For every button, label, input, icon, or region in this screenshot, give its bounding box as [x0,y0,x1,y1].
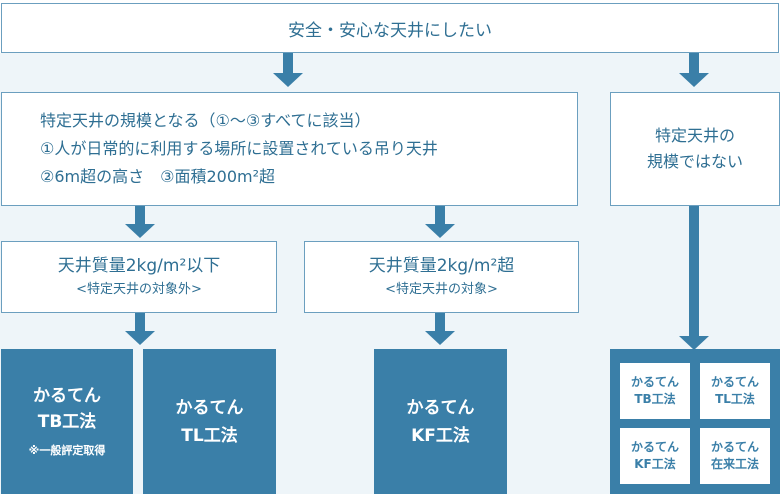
condition-line-2: ①人が日常的に利用する場所に設置されている吊り天井 [40,139,438,158]
weight-high-sub: <特定天井の対象> [385,282,498,297]
karuten-kf-method-box: かるてん KF工法 [374,349,507,494]
karuten-tb-method-box: かるてん TB工法 ※一般評定取得 [1,349,133,494]
group-tb-line-1: かるてん [630,375,679,389]
condition-line-1: 特定天井の規模となる（①～③すべてに該当） [40,111,371,130]
group-conventional-line-1: かるてん [710,440,759,454]
not-specified-line-1: 特定天井の [654,126,735,145]
group-tl-line-2: TL工法 [715,392,755,406]
group-tl-line-1: かるてん [710,375,759,389]
group-tb-line-2: TB工法 [634,392,676,406]
specified-ceiling-condition-box: 特定天井の規模となる（①～③すべてに該当） ①人が日常的に利用する場所に設置され… [1,92,578,206]
weight-low-box: 天井質量2kg/m²以下 <特定天井の対象外> [1,241,277,313]
weight-high-box: 天井質量2kg/m²超 <特定天井の対象> [304,241,579,313]
group-tl-method: かるてん TL工法 [700,363,770,419]
top-goal-box: 安全・安心な天井にしたい [1,3,779,53]
kf-line-2: KF工法 [411,425,470,446]
tb-note: ※一般評定取得 [28,443,106,457]
not-specified-line-2: 規模ではない [646,152,743,171]
tl-line-2: TL工法 [181,425,238,446]
weight-low-title: 天井質量2kg/m²以下 [57,256,221,276]
tb-line-1: かるてん [33,385,101,406]
tb-line-2: TB工法 [37,411,97,432]
top-goal-label: 安全・安心な天井にしたい [288,20,492,41]
group-kf-method: かるてん KF工法 [620,428,690,484]
weight-low-sub: <特定天井の対象外> [76,282,202,297]
group-conventional-line-2: 在来工法 [710,457,759,471]
not-specified-ceiling-box: 特定天井の 規模ではない [610,92,780,206]
kf-line-1: かるてん [406,397,475,418]
group-conventional-method: かるてん 在来工法 [700,428,770,484]
weight-high-title: 天井質量2kg/m²超 [368,256,515,276]
tl-line-1: かるてん [175,397,244,418]
karuten-tl-method-box: かるてん TL工法 [143,349,276,494]
condition-line-3: ②6m超の高さ ③面積200m²超 [40,167,275,186]
group-kf-line-2: KF工法 [634,457,676,471]
group-kf-line-1: かるてん [630,440,679,454]
group-tb-method: かるてん TB工法 [620,363,690,419]
